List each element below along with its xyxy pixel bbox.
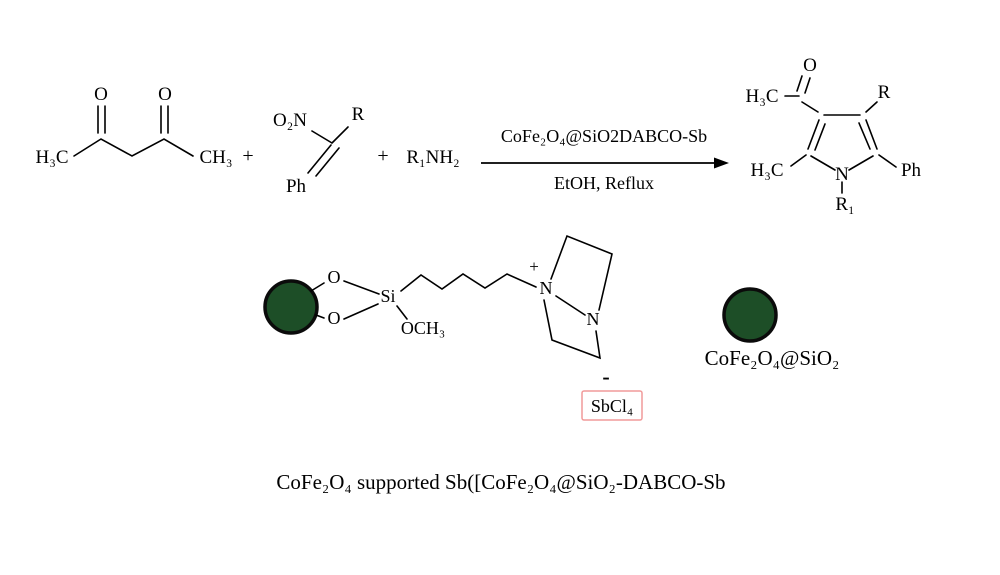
figure-caption: CoFe₂O₄ supported Sb([CoFe₂O₄@SiO₂-DABCO… xyxy=(276,470,725,494)
label-counterion: SbCl₄ xyxy=(591,396,633,416)
label-n-quaternary: N xyxy=(540,278,553,298)
dabco-cage-bonds xyxy=(543,234,613,360)
label-nanoparticle: CoFe₂O₄@SiO₂ xyxy=(705,346,840,370)
label-o2n: O₂N xyxy=(273,110,307,131)
label-product-h3c-acetyl: H₃C xyxy=(745,86,778,107)
label-ch3-right: CH₃ xyxy=(199,147,232,168)
acetylacetone-bonds xyxy=(73,105,194,157)
counterion-box xyxy=(581,390,643,421)
reactant-acetylacetone: H₃C O O CH₃ xyxy=(35,84,232,168)
label-r: R xyxy=(352,104,365,125)
label-o-bottom: O xyxy=(328,308,341,328)
reaction-arrow: CoFe₂O₄@SiO2DABCO-Sb EtOH, Reflux xyxy=(481,126,729,193)
label-o-top: O xyxy=(328,267,341,287)
label-conditions-solvent: EtOH, Reflux xyxy=(554,173,654,193)
nitroalkene-bonds xyxy=(307,126,349,177)
label-si: Si xyxy=(380,286,395,306)
silane-bonds xyxy=(310,273,537,320)
label-ph: Ph xyxy=(286,176,307,197)
label-plus-charge: + xyxy=(529,257,539,276)
nanoparticle-core-right xyxy=(722,287,778,343)
label-amine: R₁NH₂ xyxy=(406,147,459,168)
label-product-o: O xyxy=(803,55,817,76)
pyrrole-bonds xyxy=(784,75,897,194)
catalyst-structure: O O Si OCH₃ + N N - SbCl₄ CoFe₂O₄@SiO₂ xyxy=(263,234,840,421)
plus-sign-1: + xyxy=(242,145,253,167)
label-product-n: N xyxy=(835,164,849,185)
plus-sign-2: + xyxy=(377,145,388,167)
label-product-h3c-ring: H₃C xyxy=(750,160,783,181)
label-h3c-left: H₃C xyxy=(35,147,68,168)
label-o-right: O xyxy=(158,84,172,105)
nanoparticle-core-left xyxy=(263,279,319,335)
label-product-ph: Ph xyxy=(901,160,922,181)
label-o-left: O xyxy=(94,84,108,105)
label-n-bridgehead: N xyxy=(587,309,600,329)
arrow-head xyxy=(714,157,729,169)
product-pyrrole: O H₃C R H₃C Ph N R₁ xyxy=(745,55,921,215)
reactant-nitroalkene: O₂N R Ph xyxy=(273,104,365,197)
label-product-r: R xyxy=(878,82,891,103)
label-conditions-catalyst: CoFe₂O₄@SiO2DABCO-Sb xyxy=(501,126,707,146)
label-product-r1: R₁ xyxy=(835,194,854,215)
label-minus-charge: - xyxy=(602,364,609,389)
label-och3: OCH₃ xyxy=(401,318,445,338)
